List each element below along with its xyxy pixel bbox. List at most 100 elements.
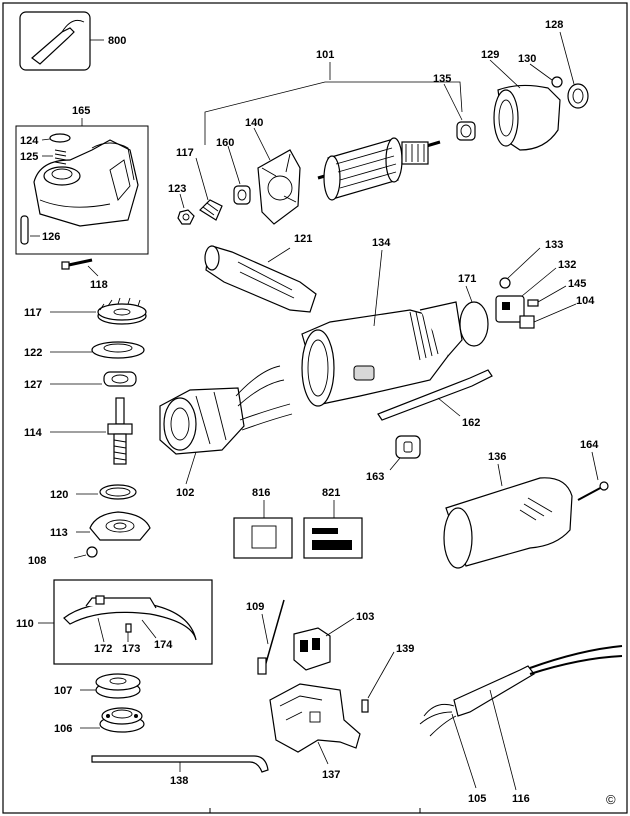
part-139-screw — [361, 651, 395, 713]
part-162-cable-clamp — [377, 369, 493, 421]
label-108: 108 — [28, 555, 46, 567]
label-109: 109 — [246, 601, 264, 613]
part-165-gear-housing — [33, 139, 139, 227]
label-140: 140 — [245, 117, 263, 129]
label-138: 138 — [170, 775, 188, 787]
part-103-switch — [293, 617, 355, 671]
label-129: 129 — [481, 49, 499, 61]
part-123-nut — [177, 193, 195, 225]
part-109-cable-tie — [257, 599, 285, 675]
part-133-spring — [499, 247, 541, 289]
part-126-pin — [20, 215, 40, 245]
label-126: 126 — [42, 231, 60, 243]
label-103: 103 — [356, 611, 374, 623]
part-113-flange — [76, 511, 151, 541]
label-104: 104 — [576, 295, 595, 307]
label-163: 163 — [366, 471, 384, 483]
part-138-spanner — [91, 755, 269, 773]
label-165: 165 — [72, 105, 90, 117]
label-137: 137 — [322, 769, 340, 781]
label-145: 145 — [568, 278, 586, 290]
label-102: 102 — [176, 487, 194, 499]
label-107: 107 — [54, 685, 72, 697]
part-800-grease-tube — [19, 11, 104, 71]
label-113: 113 — [50, 527, 68, 539]
label-116: 116 — [512, 793, 530, 805]
label-816: 816 — [252, 487, 270, 499]
label-105: 105 — [468, 793, 486, 805]
part-163-switch-button — [389, 435, 421, 471]
label-125: 125 — [20, 151, 38, 163]
part-140-fan-baffle — [253, 127, 301, 225]
part-125-spring — [42, 149, 67, 165]
part-124-oring — [41, 133, 71, 143]
label-135: 135 — [433, 73, 451, 85]
part-160-bearing — [227, 145, 251, 205]
part-106-outer-nut — [80, 707, 145, 733]
label-173: 173 — [122, 643, 140, 655]
label-114: 114 — [24, 427, 43, 439]
part-116-cable-guard — [453, 645, 623, 791]
part-171-disc — [459, 285, 489, 347]
label-174: 174 — [154, 639, 173, 651]
part-136-rear-cover — [443, 463, 573, 569]
part-816-label-plate — [233, 500, 293, 559]
part-108-screw — [73, 546, 98, 559]
label-800: 800 — [108, 35, 126, 47]
part-821-rating-plate — [303, 500, 363, 559]
part-128-bearing-ring — [559, 31, 589, 109]
label-128: 128 — [545, 19, 563, 31]
part-117-pinion — [195, 157, 223, 221]
label-172: 172 — [94, 643, 112, 655]
label-130: 130 — [518, 53, 536, 65]
label-162: 162 — [462, 417, 480, 429]
label-133: 133 — [545, 239, 563, 251]
part-118-screw — [61, 258, 99, 277]
bracket-101 — [204, 81, 463, 145]
group-110-box — [53, 579, 213, 665]
label-164: 164 — [580, 439, 599, 451]
label-120: 120 — [50, 489, 68, 501]
part-114-spindle — [50, 397, 133, 465]
label-110: 110 — [16, 618, 34, 630]
label-127: 127 — [24, 379, 42, 391]
part-129-rear-housing — [489, 59, 561, 151]
part-132-brush-holder — [495, 267, 557, 323]
label-123: 123 — [168, 183, 186, 195]
label-134: 134 — [372, 237, 391, 249]
label-139: 139 — [396, 643, 414, 655]
label-132: 132 — [558, 259, 576, 271]
label-171: 171 — [458, 273, 476, 285]
label-106: 106 — [54, 723, 72, 735]
part-102-field-stator — [159, 365, 293, 485]
part-137-switch-housing — [269, 683, 361, 765]
label-118: 118 — [90, 279, 108, 291]
part-104-carbon-brush — [519, 303, 577, 329]
label-121: 121 — [294, 233, 312, 245]
label-117b: 117 — [24, 307, 42, 319]
part-107-inner-flange — [80, 673, 141, 699]
label-124: 124 — [20, 135, 39, 147]
copyright-mark: © — [606, 792, 616, 807]
part-134-motor-housing — [301, 249, 463, 407]
part-164-screw — [577, 451, 609, 501]
part-117-bevel-gear — [50, 297, 147, 325]
label-101: 101 — [316, 49, 334, 61]
label-117a: 117 — [176, 147, 194, 159]
part-127-bearing — [50, 371, 137, 387]
label-160: 160 — [216, 137, 234, 149]
part-120-ring — [76, 484, 137, 500]
label-122: 122 — [24, 347, 42, 359]
part-110-wheel-guard — [63, 595, 197, 641]
part-122-washer — [50, 341, 145, 359]
part-130-small-bearing — [529, 63, 563, 88]
part-121-side-handle — [204, 245, 317, 313]
label-136: 136 — [488, 451, 506, 463]
part-135-bearing — [443, 83, 476, 141]
label-821: 821 — [322, 487, 340, 499]
part-145-screw — [527, 285, 567, 307]
part-armature — [317, 137, 441, 201]
part-105-power-cable — [419, 703, 477, 789]
